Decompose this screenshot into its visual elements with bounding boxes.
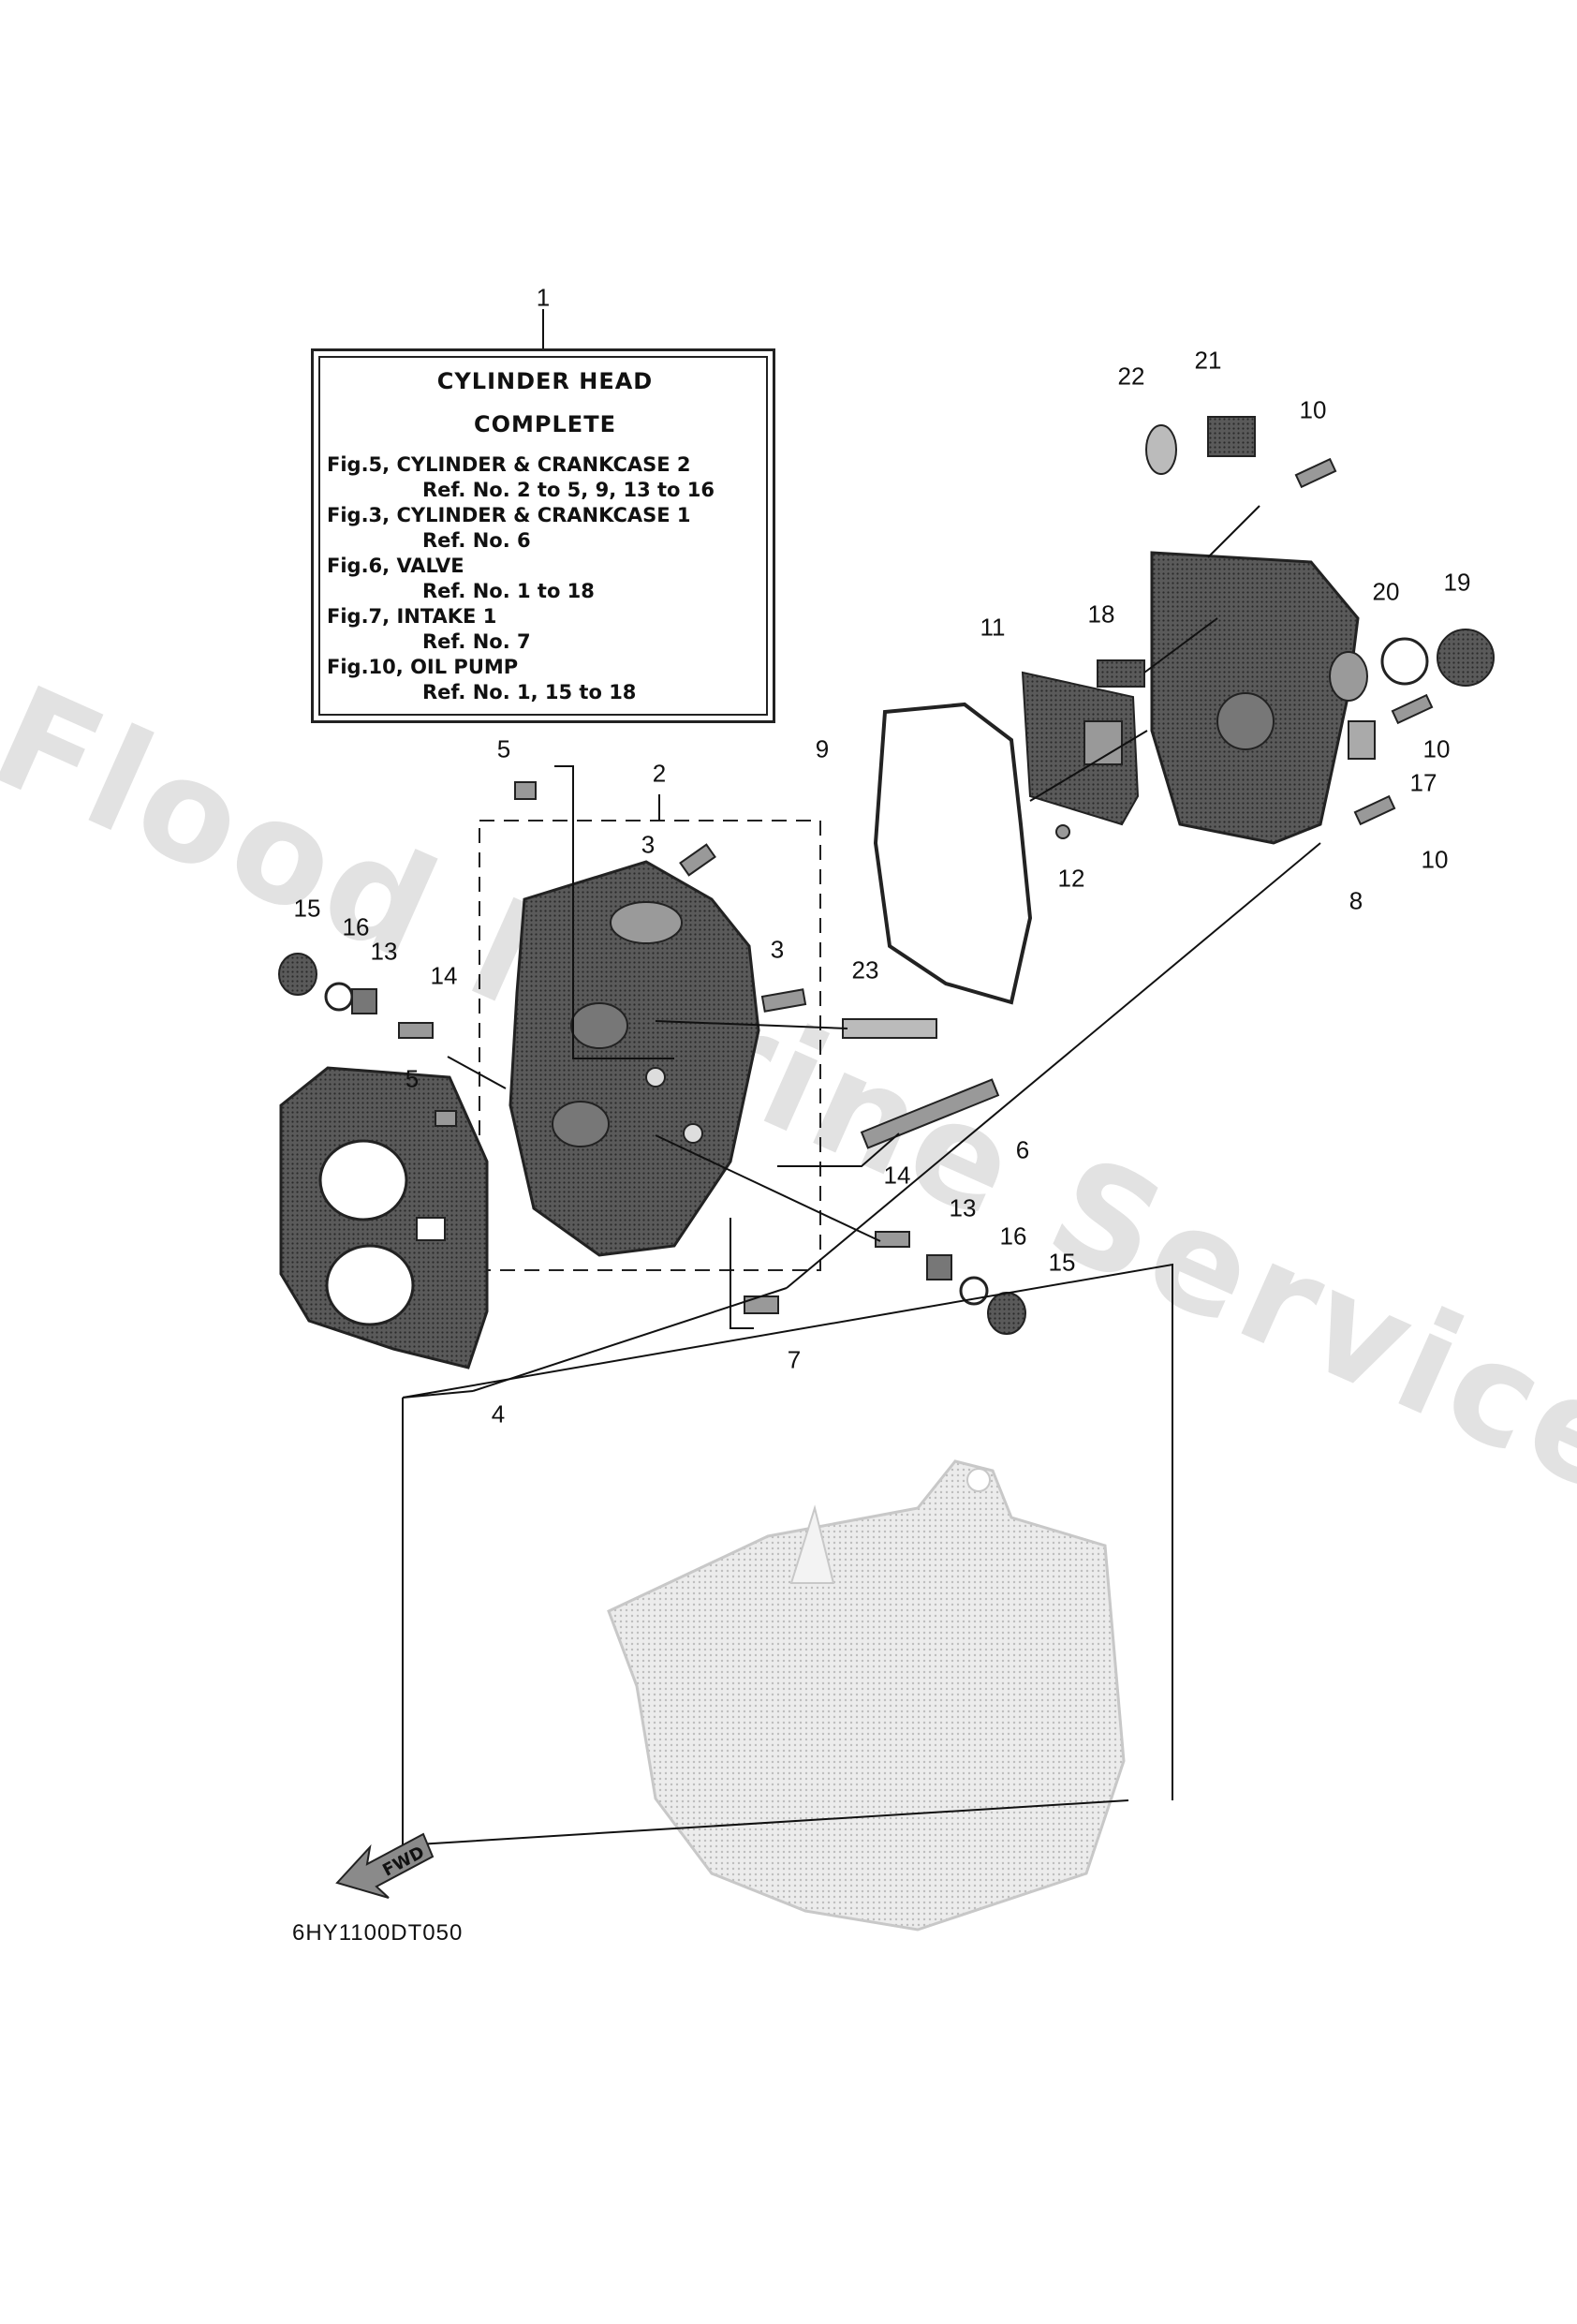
bolt-5a [514, 781, 537, 800]
callout-13: 13 [949, 1193, 977, 1222]
callout-17: 17 [1409, 768, 1437, 797]
clip-17 [1348, 720, 1376, 760]
callout-22: 22 [1117, 362, 1145, 391]
note-line: Fig.6, VALVE [327, 555, 464, 577]
bolt-3a [679, 843, 716, 877]
callout-19: 19 [1443, 568, 1471, 597]
note-title-line2: COMPLETE [474, 411, 616, 437]
note-box: CYLINDER HEAD COMPLETE Fig.5, CYLINDER &… [311, 348, 775, 723]
callout-12: 12 [1057, 864, 1085, 893]
callout-15: 15 [1048, 1248, 1076, 1277]
bolt-12 [1055, 824, 1070, 839]
callout-1: 1 [536, 283, 551, 312]
fwd-arrow-icon [335, 1832, 435, 1899]
part-21 [1207, 416, 1256, 457]
subassembly-box-2 [479, 794, 821, 1271]
callout-9: 9 [815, 734, 830, 763]
note-line: Ref. No. 6 [422, 529, 531, 552]
callout-3: 3 [770, 935, 785, 964]
callout-14: 14 [883, 1161, 911, 1190]
bolt-10a [1294, 457, 1337, 489]
crankcase-block-part [607, 1459, 1126, 1932]
note-line: Fig.3, CYLINDER & CRANKCASE 1 [327, 504, 691, 526]
callout-10: 10 [1299, 395, 1327, 424]
callout-16: 16 [342, 912, 370, 941]
head-gasket-part [279, 1066, 489, 1369]
note-line: Ref. No. 1 to 18 [422, 580, 595, 602]
callout-8: 8 [1349, 886, 1363, 915]
part-22 [1145, 424, 1177, 475]
callout-5: 5 [496, 734, 511, 763]
note-title-line1: CYLINDER HEAD [436, 368, 654, 394]
callout-21: 21 [1194, 346, 1222, 375]
pin-14b [875, 1231, 910, 1248]
oil-filler-cap-part [1437, 629, 1495, 687]
spark-plug-23 [842, 1018, 937, 1039]
bolt-5b [435, 1110, 457, 1127]
callout-15: 15 [293, 894, 321, 923]
note-lines: Fig.5, CYLINDER & CRANKCASE 2 Ref. No. 2 … [327, 452, 763, 705]
part-18 [1097, 659, 1145, 688]
note-line: Ref. No. 2 to 5, 9, 13 to 16 [422, 479, 715, 501]
plug-15a [278, 953, 317, 996]
ring-16b [959, 1276, 989, 1306]
callout-7: 7 [787, 1345, 802, 1374]
note-line: Ref. No. 1, 15 to 18 [422, 681, 637, 703]
plate-part [1021, 671, 1140, 826]
callout-23: 23 [851, 955, 879, 984]
note-line: Fig.10, OIL PUMP [327, 656, 519, 678]
callout-20: 20 [1372, 577, 1400, 606]
plug-15b [987, 1292, 1026, 1335]
head-cover-part [1150, 551, 1368, 845]
bolt-6 [860, 1078, 1000, 1149]
note-line: Fig.7, INTAKE 1 [327, 605, 497, 628]
cover-gasket-part [873, 702, 1033, 1005]
bolt-7 [744, 1295, 779, 1314]
callout-14: 14 [430, 961, 458, 990]
callout-3: 3 [641, 830, 656, 859]
bolt-10b [1391, 693, 1434, 725]
bolt-3b [760, 988, 807, 1013]
bolt-10c [1353, 794, 1396, 826]
callout-4: 4 [491, 1399, 506, 1428]
callout-18: 18 [1087, 600, 1115, 629]
callout-11: 11 [980, 613, 1006, 642]
callout-6: 6 [1015, 1135, 1030, 1164]
o-ring-part [1380, 637, 1429, 686]
callout-2: 2 [652, 759, 667, 788]
sleeve-13b [926, 1254, 952, 1280]
pin-14a [398, 1022, 434, 1039]
diagram-code: 6HY1100DT050 [292, 1920, 464, 1946]
ring-16a [324, 982, 354, 1012]
note-line: Ref. No. 7 [422, 630, 531, 653]
callout-10: 10 [1421, 845, 1449, 874]
callout-13: 13 [370, 937, 398, 966]
sleeve-13a [351, 988, 377, 1014]
note-line: Fig.5, CYLINDER & CRANKCASE 2 [327, 453, 691, 476]
callout-5: 5 [405, 1064, 420, 1093]
callout-16: 16 [999, 1221, 1027, 1251]
callout-10: 10 [1422, 734, 1451, 763]
